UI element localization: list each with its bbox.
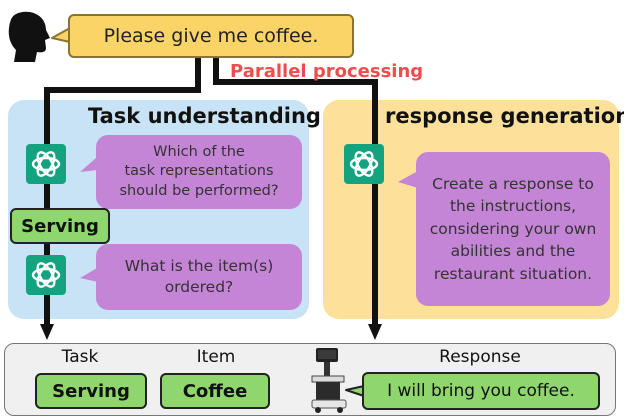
right-flow-line (213, 56, 378, 326)
response-instruction-line: Create a response to (432, 174, 594, 193)
task-output-label: Task (61, 347, 99, 367)
response-instruction-bubble: Create a response to the instructions, c… (416, 152, 610, 306)
robot-icon (306, 346, 352, 414)
right-arrowhead (368, 324, 382, 340)
question1-line: task representations (124, 163, 274, 180)
question2-line: ordered? (164, 278, 234, 296)
response-instruction-line: restaurant situation. (433, 264, 593, 283)
task-output-value: Serving (35, 373, 147, 409)
speaking-head-icon (6, 10, 56, 66)
bubble1-tail (80, 158, 98, 172)
question1-line: should be performed? (119, 182, 279, 199)
question1-line: Which of the (153, 143, 245, 160)
response-instruction-line: considering your own (429, 219, 597, 238)
speech-bubble: Please give me coffee. (68, 14, 354, 58)
speech-text: Please give me coffee. (103, 25, 319, 47)
parallel-processing-label: Parallel processing (230, 61, 424, 82)
bubble3-tail (398, 172, 418, 188)
left-arrowhead (40, 324, 54, 340)
response-output-value: I will bring you coffee. (362, 372, 600, 410)
chatgpt-icon (26, 255, 66, 295)
item-output-value: Coffee (160, 373, 270, 409)
task-understanding-title: Task understanding (88, 104, 321, 128)
response-generation-title: response generation (385, 104, 624, 128)
response-instruction-line: the instructions, (449, 197, 577, 216)
serving-tag: Serving (10, 208, 110, 244)
question-bubble-item: What is the item(s) ordered? (96, 244, 302, 310)
item-output-label: Item (196, 347, 236, 367)
question-bubble-task-type: Which of the task representations should… (96, 135, 302, 209)
chatgpt-icon (26, 144, 66, 184)
bubble2-tail (80, 268, 98, 282)
chatgpt-icon (344, 144, 384, 184)
response-instruction-line: abilities and the (450, 242, 576, 261)
question2-line: What is the item(s) (124, 257, 274, 276)
response-output-label: Response (439, 347, 521, 367)
